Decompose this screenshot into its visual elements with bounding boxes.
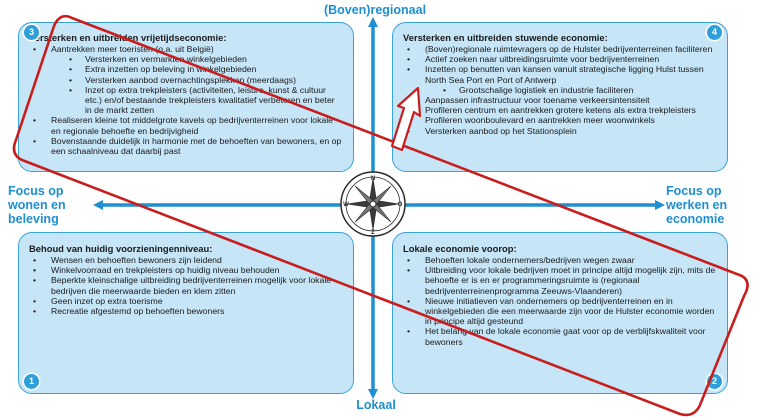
compass-letter-east: O: [398, 202, 403, 208]
quadrant-list: (Boven)regionale ruimtevragers op de Hul…: [407, 44, 717, 136]
list-item: Uitbreiding voor lokale bedrijven moet i…: [407, 265, 717, 296]
quadrant-list: Wensen en behoeften bewoners zijn leiden…: [33, 255, 343, 316]
quadrant-title: Versterken en uitbreiden vrijetijdsecono…: [29, 32, 227, 43]
list-item: Grootschalige logistiek en industrie fac…: [407, 85, 717, 95]
list-item: Inzet op extra trekpleisters (activiteit…: [33, 85, 343, 116]
list-item: Aantrekken meer toeristen (o.a. uit Belg…: [33, 44, 343, 54]
quadrant-list: Aantrekken meer toeristen (o.a. uit Belg…: [33, 44, 343, 156]
quadrant-title: Behoud van huidig voorzieningenniveau:: [29, 243, 213, 254]
list-item: Inzetten op benutten van kansen vanuit s…: [407, 64, 717, 84]
quadrant-3-box: Versterken en uitbreiden vrijetijdsecono…: [18, 22, 354, 172]
list-item: (Boven)regionale ruimtevragers op de Hul…: [407, 44, 717, 54]
quadrant-1-box: Behoud van huidig voorzieningenniveau: W…: [18, 232, 354, 394]
list-item: Bovenstaande duidelijk in harmonie met d…: [33, 136, 343, 156]
axis-label-right: Focus op werken en economie: [666, 184, 778, 226]
list-item: Het belang van de lokale economie gaat v…: [407, 326, 717, 346]
axis-label-left-line: wonen en: [8, 198, 66, 212]
list-item: Extra inzetten op beleving in winkelgebi…: [33, 64, 343, 74]
list-item: Recreatie afgestemd op behoeften bewoner…: [33, 306, 343, 316]
list-item: Beperkte kleinschalige uitbreiding bedri…: [33, 275, 343, 295]
quadrant-title: Versterken en uitbreiden stuwende econom…: [403, 32, 608, 43]
quadrant-number-badge: 1: [24, 374, 39, 389]
list-item: Versterken en vermarkten winkelgebieden: [33, 54, 343, 64]
compass-letter-west: W: [343, 202, 349, 208]
axis-label-bottom: Lokaal: [356, 398, 396, 412]
axis-label-left-line: beleving: [8, 212, 59, 226]
quadrant-list: Behoeften lokale ondernemers/bedrijven w…: [407, 255, 717, 347]
list-item: Wensen en behoeften bewoners zijn leiden…: [33, 255, 343, 265]
list-item: Profileren woonboulevard en aantrekken m…: [425, 115, 655, 126]
highlight-arrow-icon: [390, 86, 422, 152]
list-item: Versterken aanbod overnachtingsplekken (…: [33, 75, 343, 85]
quadrant-number-badge: 4: [707, 25, 722, 40]
quadrant-4-box: Versterken en uitbreiden stuwende econom…: [392, 22, 728, 172]
compass-letter-south: Z: [371, 230, 375, 236]
list-item: Actief zoeken naar uitbreidingsruimte vo…: [407, 54, 717, 64]
quadrant-number-badge: 3: [24, 25, 39, 40]
axis-label-right-line: Focus op: [666, 184, 722, 198]
axis-label-top: (Boven)regionaal: [323, 3, 427, 17]
quadrant-title: Lokale economie voorop:: [403, 243, 517, 254]
compass-letter-north: N: [371, 176, 375, 182]
axis-label-left: Focus op wonen en beleving: [8, 184, 103, 226]
axis-label-right-line: economie: [666, 212, 725, 226]
axis-label-right-line: werken en: [666, 198, 728, 212]
list-item: Winkelvoorraad en trekpleisters op huidi…: [33, 265, 343, 275]
list-item: Behoeften lokale ondernemers/bedrijven w…: [407, 255, 717, 265]
list-item: Nieuwe initiatieven van ondernemers op b…: [407, 296, 717, 327]
list-item: Geen inzet op extra toerisme: [33, 296, 343, 306]
list-item: Realiseren kleine tot middelgrote kavels…: [33, 115, 343, 135]
highlight-band: [12, 14, 749, 417]
axis-label-left-line: Focus op: [8, 184, 64, 198]
